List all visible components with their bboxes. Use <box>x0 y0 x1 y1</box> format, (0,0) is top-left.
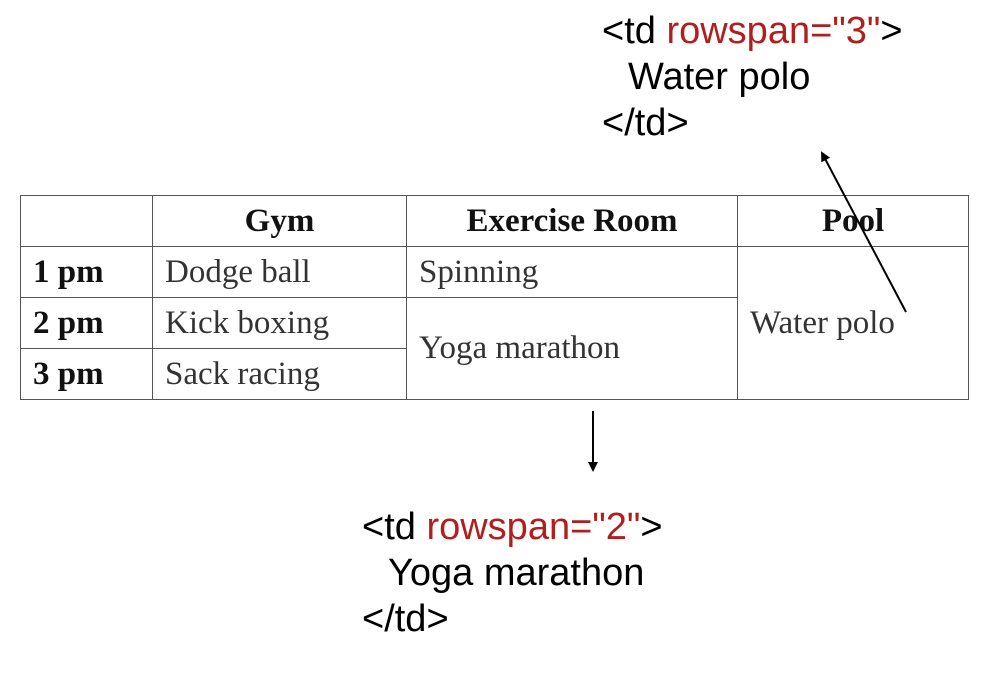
time-cell: 1 pm <box>20 246 153 298</box>
rowspan-attribute: rowspan="3" <box>666 10 881 52</box>
table-row: 2 pm Kick boxing Yoga marathon <box>20 297 969 400</box>
gym-cell: Dodge ball <box>152 246 407 298</box>
header-exercise-room: Exercise Room <box>406 195 738 247</box>
close-tag: </td> <box>362 598 449 640</box>
gym-cell: Kick boxing <box>152 297 407 349</box>
time-cell: 2 pm <box>20 297 153 349</box>
header-empty <box>20 195 153 247</box>
header-pool: Pool <box>737 195 969 247</box>
open-tag-suffix: > <box>640 506 663 548</box>
open-tag-line: <td rowspan="2"> <box>362 504 663 550</box>
open-tag-line: <td rowspan="3"> <box>602 8 903 54</box>
header-gym: Gym <box>152 195 407 247</box>
table-row: 1 pm Dodge ball Spinning Water polo <box>20 246 969 400</box>
exercise-cell: Spinning <box>406 246 738 298</box>
table-row: 3 pm Sack racing <box>20 348 969 400</box>
header-row: Gym Exercise Room Pool <box>20 195 969 247</box>
exercise-rowspan-cell: Yoga marathon <box>406 297 738 400</box>
schedule-table: Gym Exercise Room Pool 1 pm Dodge ball S… <box>20 195 969 400</box>
open-tag-suffix: > <box>880 10 903 52</box>
close-tag: </td> <box>602 102 689 144</box>
tag-content: Yoga marathon <box>388 552 645 594</box>
open-tag-prefix: <td <box>602 10 667 52</box>
gym-cell: Sack racing <box>152 348 407 400</box>
open-tag-prefix: <td <box>362 506 427 548</box>
tag-content: Water polo <box>628 56 811 98</box>
rowspan-attribute: rowspan="2" <box>426 506 641 548</box>
rowspan-2-annotation: <td rowspan="2">Yoga marathon</td> <box>362 504 663 642</box>
time-cell: 3 pm <box>20 348 153 400</box>
rowspan-3-annotation: <td rowspan="3">Water polo</td> <box>602 8 903 146</box>
pool-rowspan-cell: Water polo <box>737 246 969 400</box>
